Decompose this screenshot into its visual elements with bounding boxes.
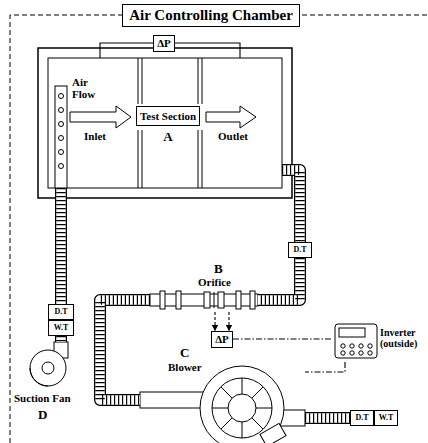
outlet-plenum: Outlet (200, 58, 282, 188)
blower: CBlower (140, 346, 305, 440)
air-duct (258, 258, 300, 300)
air-duct (282, 170, 300, 242)
blower-label: Blower (168, 361, 202, 373)
orifice-pipe (150, 291, 258, 309)
chamber-heading: Air Controlling Chamber (122, 4, 300, 27)
pressure-gauge: ΔP (211, 331, 233, 348)
inverter-label: Inverter (outside) (380, 327, 424, 349)
control-signal-line (233, 339, 333, 340)
inverter-device (335, 324, 377, 358)
pressure-tube (229, 312, 230, 331)
dry-thermometer: D.T (48, 304, 74, 320)
orifice-meter-label: Orifice (198, 276, 231, 288)
wet-thermometer: W.T (374, 410, 398, 426)
tunnel-housing (38, 48, 292, 198)
pressure-gauge-label: ΔP (215, 333, 229, 345)
inlet-plenum: Air FlowInlet (48, 58, 140, 188)
dry-thermometer: D.T (288, 242, 312, 258)
test-section-label: A (163, 130, 172, 144)
perforated-pipe (55, 86, 67, 188)
air-duct (61, 336, 62, 342)
test-section: Test SectionA (136, 106, 201, 145)
dry-thermometer-label: D.T (54, 308, 67, 317)
air-duct (100, 300, 150, 400)
dry-thermometer: D.T (350, 410, 374, 426)
wet-thermometer-label: W.T (379, 414, 394, 423)
air-duct (305, 418, 350, 419)
orifice-meter-label: B (214, 262, 223, 276)
pressure-gauge: ΔP (153, 35, 175, 52)
suction-fan: Suction FanD (12, 342, 92, 428)
blower-label: C (180, 346, 189, 360)
suction-fan-label: D (38, 408, 47, 422)
inverter: Inverter (outside) (333, 322, 425, 362)
inlet-plenum-label: Air Flow (72, 76, 106, 100)
control-signal-line (305, 362, 345, 372)
test-section-label: Test Section (136, 106, 200, 126)
wet-thermometer: W.T (48, 320, 74, 336)
flow-arrow (70, 106, 131, 128)
outlet-plenum-label: Outlet (218, 130, 248, 142)
suction-fan-label: Suction Fan (14, 392, 71, 404)
pressure-tube (175, 43, 240, 58)
orifice-meter: BOrifice (150, 262, 258, 312)
pressure-gauge-label: ΔP (157, 37, 171, 49)
wet-thermometer-label: W.T (54, 324, 69, 333)
air-duct (61, 188, 62, 304)
blower-illustration (140, 366, 305, 443)
flow-arrow (206, 106, 256, 128)
dry-thermometer-label: D.T (293, 246, 306, 255)
pressure-tube (215, 312, 216, 331)
pressure-tube (100, 43, 153, 58)
inlet-plenum-label: Inlet (84, 130, 106, 142)
dry-thermometer-label: D.T (355, 414, 368, 423)
suction-fan (30, 342, 68, 386)
chamber-heading-label: Air Controlling Chamber (129, 7, 293, 24)
